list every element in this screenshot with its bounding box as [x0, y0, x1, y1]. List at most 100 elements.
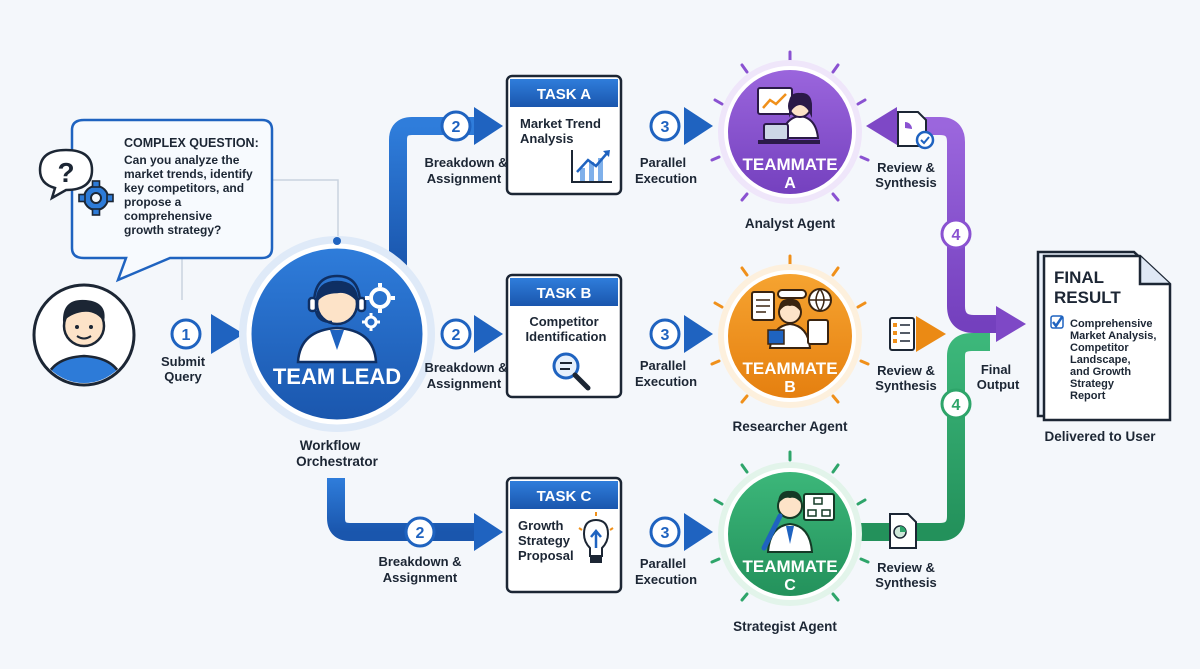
review-label: Review & [877, 363, 935, 378]
step-3-badge: 3 [649, 516, 681, 548]
final-result-line: Report [1070, 390, 1106, 402]
parallel-label: Execution [635, 171, 697, 186]
synthesis-path-c [856, 333, 990, 541]
teammate-a-letter: A [784, 175, 796, 192]
gear-icon [365, 283, 395, 313]
teammate-c-node: TEAMMATE C [710, 450, 870, 606]
final-result-text: Comprehensive Market Analysis, Competito… [1070, 318, 1156, 402]
step-2-badge: 2 [440, 110, 472, 142]
teammate-c-title: TEAMMATE [742, 557, 837, 576]
review-label: Review & [877, 160, 935, 175]
task-b-text: Competitor [529, 314, 598, 329]
teammate-a-title: TEAMMATE [742, 155, 837, 174]
trend-chart-icon [571, 150, 612, 183]
sparkle-rays [710, 450, 870, 602]
question-line: growth strategy? [124, 223, 221, 237]
task-b-header: TASK B [537, 285, 592, 302]
teammate-b-title: TEAMMATE [742, 359, 837, 378]
review-label: Synthesis [875, 575, 936, 590]
team-lead-caption: Workflow [300, 438, 361, 453]
task-a-text: Analysis [520, 131, 573, 146]
question-line: Can you analyze the [124, 153, 240, 167]
step-4-badge: 4 [940, 218, 972, 250]
task-a-card: TASK A Market Trend Analysis [505, 74, 623, 196]
task-a-header: TASK A [537, 86, 591, 103]
user-avatar [32, 283, 136, 387]
step-1-badge: 1 [170, 318, 202, 350]
question-line: propose a [124, 195, 182, 209]
question-bubble [70, 118, 274, 283]
question-line: market trends, identify [124, 167, 253, 181]
analyst-icon [757, 87, 820, 144]
strategist-icon [761, 490, 835, 553]
sparkle-rays [710, 254, 870, 404]
review-label: Synthesis [875, 175, 936, 190]
team-lead-label: TEAM LEAD [273, 364, 401, 389]
step-2-badge: 2 [404, 516, 436, 548]
final-result-line: Comprehensive [1070, 318, 1153, 330]
submit-label-line: Query [164, 369, 202, 384]
review-label: Review & [877, 560, 935, 575]
parallel-label: Parallel [640, 155, 686, 170]
step-2-number: 2 [416, 525, 425, 542]
step-2-badge: 2 [440, 318, 472, 350]
step-4-badge: 4 [940, 388, 972, 420]
svg-text:?: ? [57, 157, 74, 188]
breakdown-arrow-a [389, 107, 503, 268]
teammate-c-caption: Strategist Agent [733, 619, 837, 634]
parallel-label: Execution [635, 374, 697, 389]
lightbulb-icon [578, 512, 614, 563]
step-4-number: 4 [952, 227, 961, 244]
breakdown-label: Breakdown & [424, 155, 507, 170]
team-lead-caption: Orchestrator [296, 454, 379, 469]
final-result-line: Competitor [1070, 342, 1129, 354]
final-result-caption: Delivered to User [1044, 429, 1156, 444]
teammate-a-node: TEAMMATE A [710, 50, 870, 204]
final-result-title: FINAL [1054, 268, 1104, 287]
check-icon [1050, 315, 1064, 329]
parallel-label: Execution [635, 572, 697, 587]
submit-label-line: Submit [161, 354, 206, 369]
breakdown-label: Breakdown & [424, 360, 507, 375]
magnifier-icon [552, 352, 591, 391]
parallel-label: Parallel [640, 556, 686, 571]
final-result-line: Strategy [1070, 378, 1115, 390]
task-a-text: Market Trend [520, 116, 601, 131]
task-c-card: TASK C Growth Strategy Proposal [505, 476, 623, 594]
breakdown-label: Assignment [383, 570, 458, 585]
step-4-number: 4 [952, 397, 961, 414]
question-text: Can you analyze the market trends, ident… [124, 153, 253, 237]
teammate-a-caption: Analyst Agent [745, 216, 836, 231]
pie-document-icon [889, 513, 917, 549]
teammate-c-letter: C [784, 577, 796, 594]
sparkle-rays [710, 50, 870, 202]
report-document-icon [897, 111, 935, 150]
task-c-text: Proposal [518, 548, 574, 563]
question-title: COMPLEX QUESTION: [124, 136, 259, 150]
step-3-number: 3 [661, 327, 670, 344]
step-3-badge: 3 [649, 110, 681, 142]
task-b-text: Identification [526, 329, 607, 344]
task-c-header: TASK C [537, 488, 592, 505]
teammate-b-letter: B [784, 379, 796, 396]
checklist-document-icon [889, 317, 915, 351]
step-2-number: 2 [452, 327, 461, 344]
breakdown-arrow-c [327, 478, 503, 551]
breakdown-label: Assignment [427, 171, 502, 186]
question-line: key competitors, and [124, 181, 244, 195]
task-c-text: Strategy [518, 533, 571, 548]
question-line: comprehensive [124, 209, 212, 223]
final-result-line: and Growth [1070, 366, 1131, 378]
step-3-number: 3 [661, 119, 670, 136]
step-3-badge: 3 [649, 318, 681, 350]
task-c-text: Growth [518, 518, 564, 533]
gear-icon [362, 313, 380, 331]
final-result-document [1036, 250, 1172, 422]
researcher-icon [751, 288, 832, 349]
headset-person-icon [296, 274, 378, 364]
task-b-card: TASK B Competitor Identification [505, 273, 623, 399]
review-label: Synthesis [875, 378, 936, 393]
breakdown-label: Assignment [427, 376, 502, 391]
step-1-number: 1 [182, 327, 191, 344]
